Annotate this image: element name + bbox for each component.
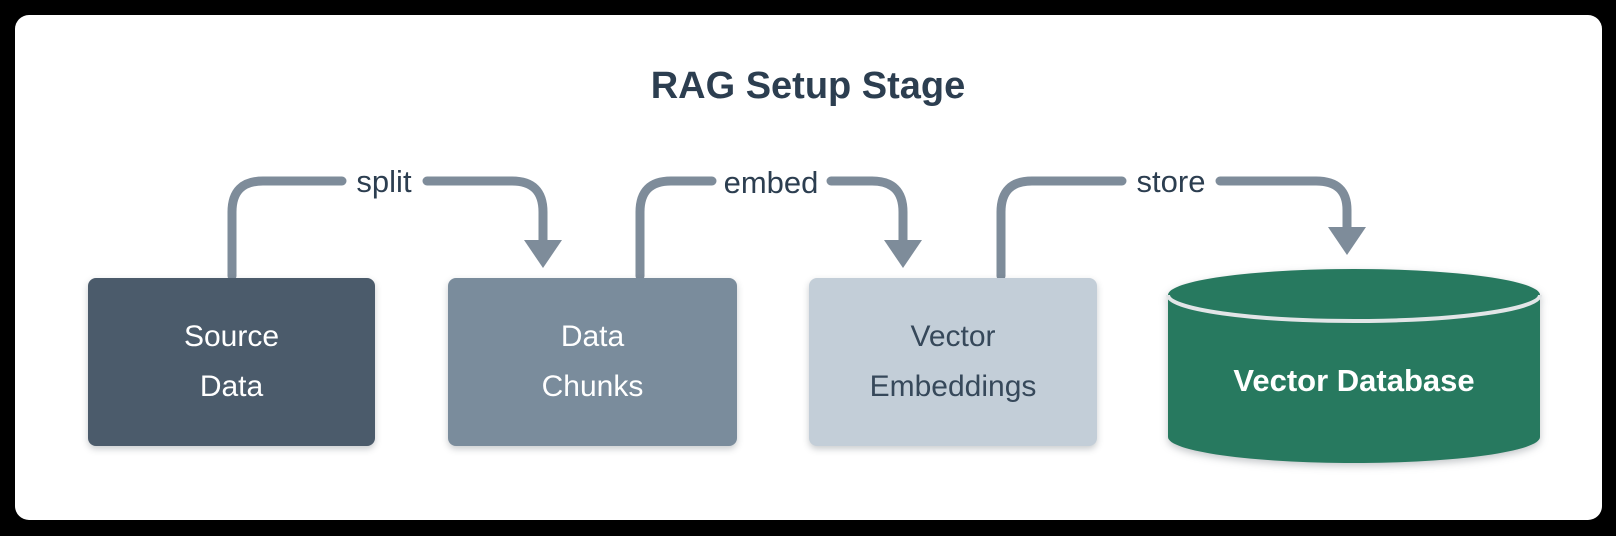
node-vector-database: Vector Database <box>1168 341 1540 421</box>
node-vector-database-label: Vector Database <box>1233 363 1475 398</box>
node-data-chunks: Data Chunks <box>448 278 737 446</box>
node-vector-embeddings: Vector Embeddings <box>809 278 1097 446</box>
node-source-data: Source Data <box>88 278 375 446</box>
diagram-title: RAG Setup Stage <box>650 65 966 107</box>
node-vector-embeddings-label: Vector Embeddings <box>869 320 1037 403</box>
edge-label-embed: embed <box>723 165 819 200</box>
edge-label-split: split <box>356 164 412 199</box>
node-data-chunks-label: Data Chunks <box>541 320 644 403</box>
edge-label-store: store <box>1136 164 1206 199</box>
node-source-data-label: Source Data <box>183 320 280 403</box>
